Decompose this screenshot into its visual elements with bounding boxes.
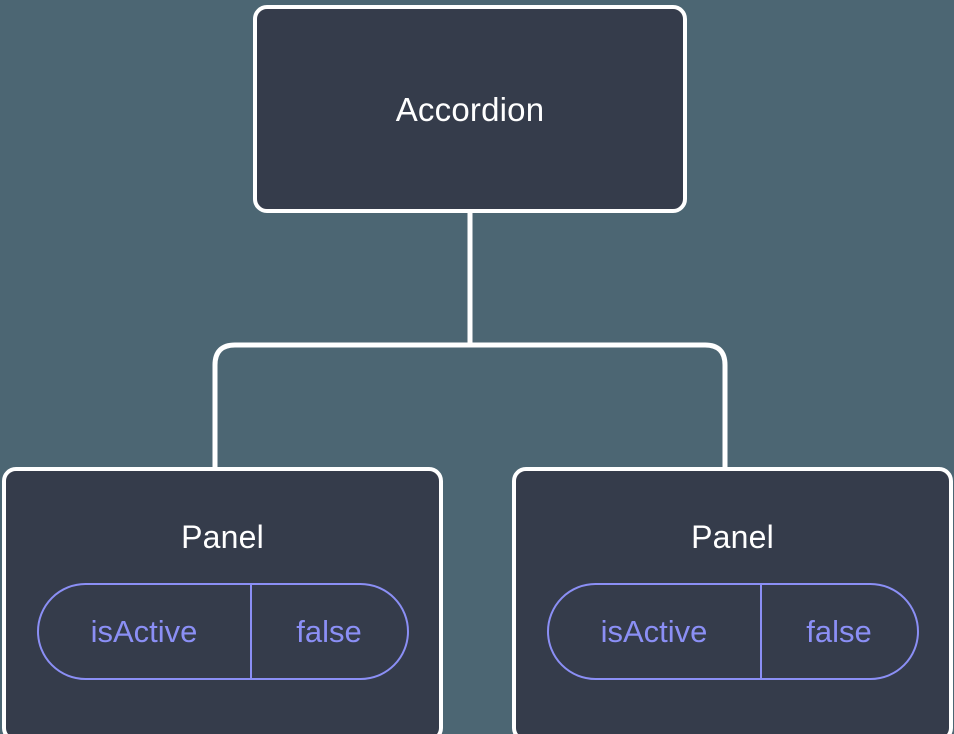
- node-panel-left[interactable]: Panel isActive false: [2, 467, 443, 734]
- state-value-right: false: [806, 614, 872, 649]
- node-accordion-label: Accordion: [395, 90, 545, 128]
- node-panel-left-label: Panel: [181, 519, 264, 555]
- state-pill-left[interactable]: isActive false: [36, 583, 409, 680]
- state-pill-right[interactable]: isActive false: [546, 583, 919, 680]
- edge-to-panel-right: [470, 342, 728, 469]
- node-panel-right-label: Panel: [691, 519, 774, 555]
- edge-to-panel-left: [212, 342, 470, 469]
- state-key-right: isActive: [549, 585, 762, 678]
- state-key-left: isActive: [39, 585, 252, 678]
- node-panel-right[interactable]: Panel isActive false: [512, 467, 953, 734]
- node-accordion[interactable]: Accordion: [253, 5, 687, 213]
- state-value-left: false: [296, 614, 362, 649]
